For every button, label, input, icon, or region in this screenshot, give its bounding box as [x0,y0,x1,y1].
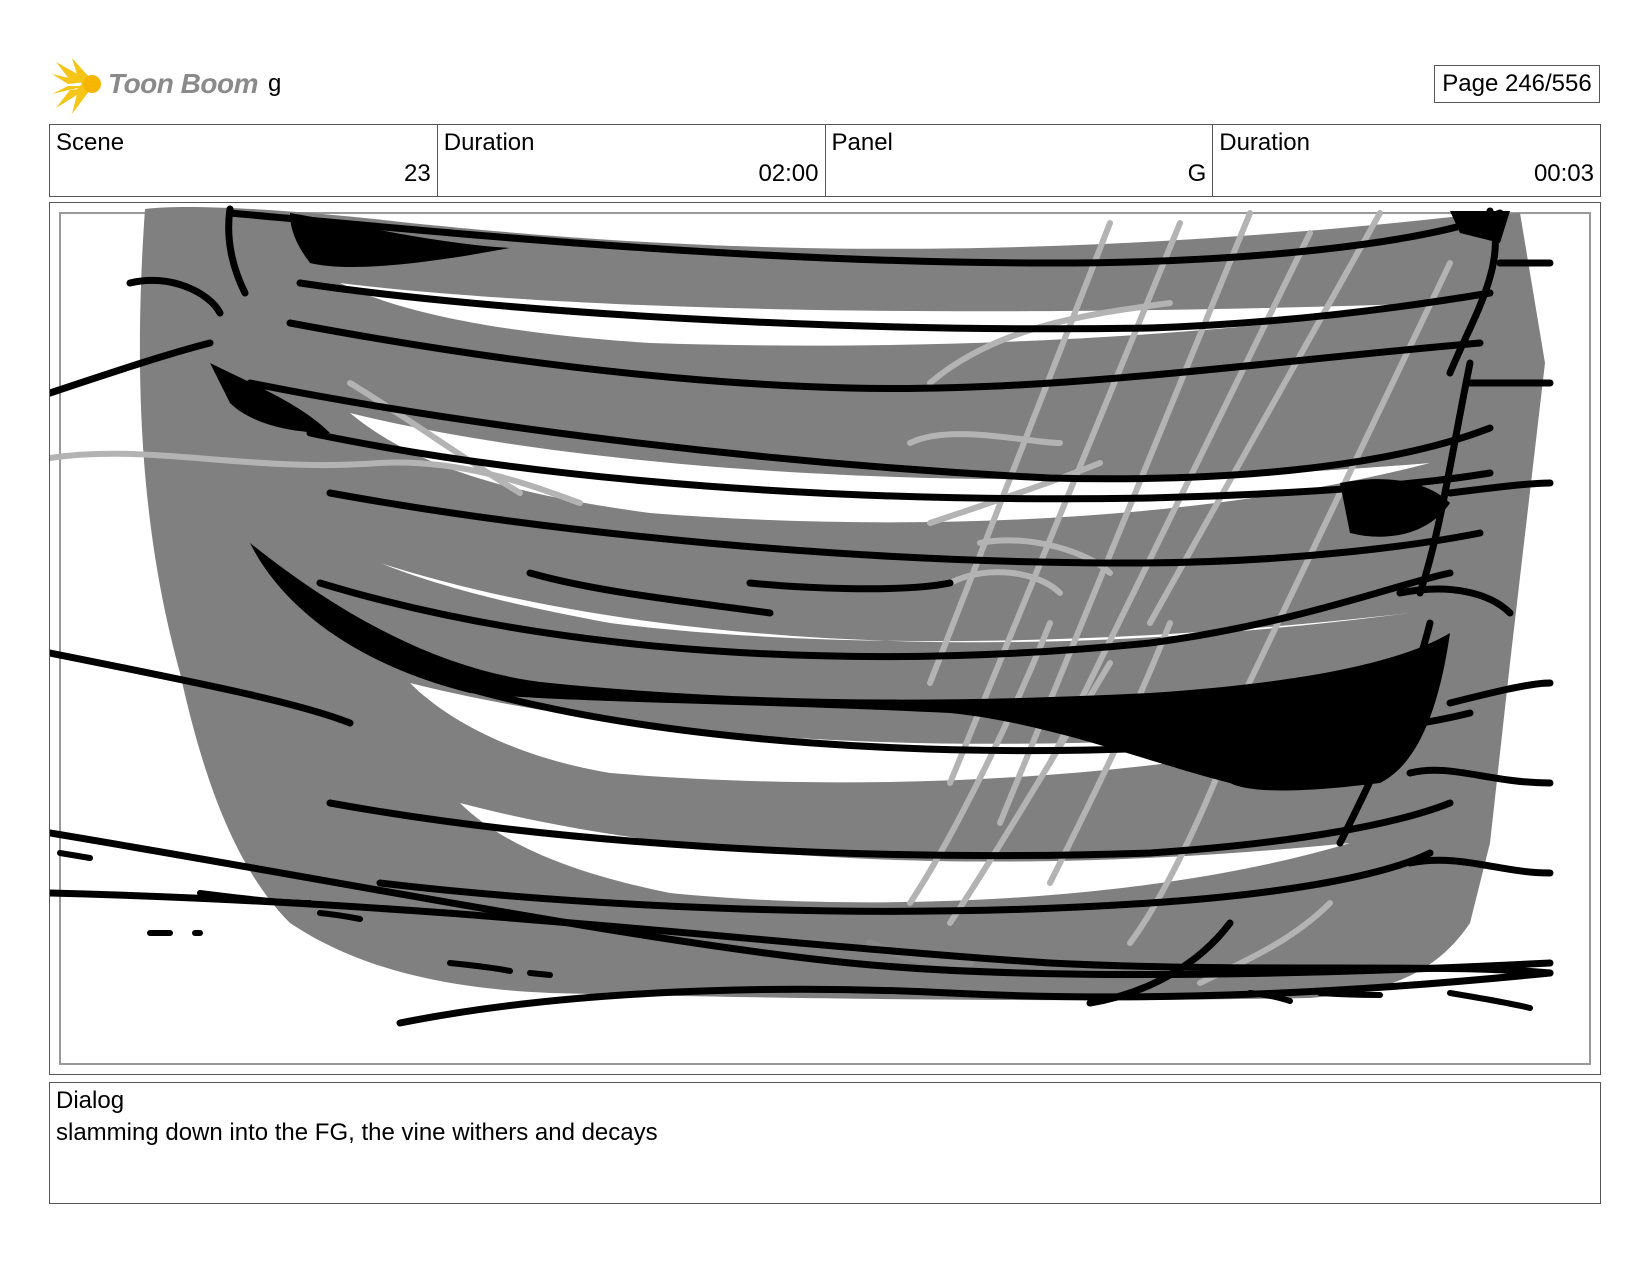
ink-fill [210,211,1510,791]
scene-duration-label: Duration [443,129,535,156]
dialog-label: Dialog [56,1087,125,1114]
vine-shadow [139,206,1545,1001]
panel-cell: Panel G [826,125,1214,196]
dialog-box: Dialog slamming down into the FG, the vi… [49,1082,1601,1204]
scene-label: Scene [56,129,125,156]
toon-boom-logo: Toon Boom [52,58,258,114]
gap-5 [460,803,1350,903]
page-indicator: Page 246/556 [1434,65,1600,103]
scene-value: 23 [404,160,431,187]
project-name: g [268,70,282,97]
scene-duration-cell: Duration 02:00 [438,125,826,196]
scene-cell: Scene 23 [50,125,438,196]
panel-duration-value: 00:03 [1533,160,1594,187]
panel-duration-label: Duration [1219,129,1310,156]
storyboard-panel-image [49,202,1601,1075]
safe-frame [59,212,1591,1065]
panel-value: G [1187,160,1207,187]
panel-info-table: Scene 23 Duration 02:00 Panel G Duration… [49,124,1601,197]
sketch-drawing [50,205,1591,1065]
panel-duration-cell: Duration 00:03 [1213,125,1600,196]
ground-dashes [57,850,1533,1011]
dialog-text: slamming down into the FG, the vine with… [56,1119,658,1146]
gap-3 [380,563,1410,643]
scene-duration-value: 02:00 [758,160,819,187]
panel-label: Panel [831,129,893,156]
starburst-icon [52,58,101,114]
brand-name: Toon Boom [108,68,258,99]
